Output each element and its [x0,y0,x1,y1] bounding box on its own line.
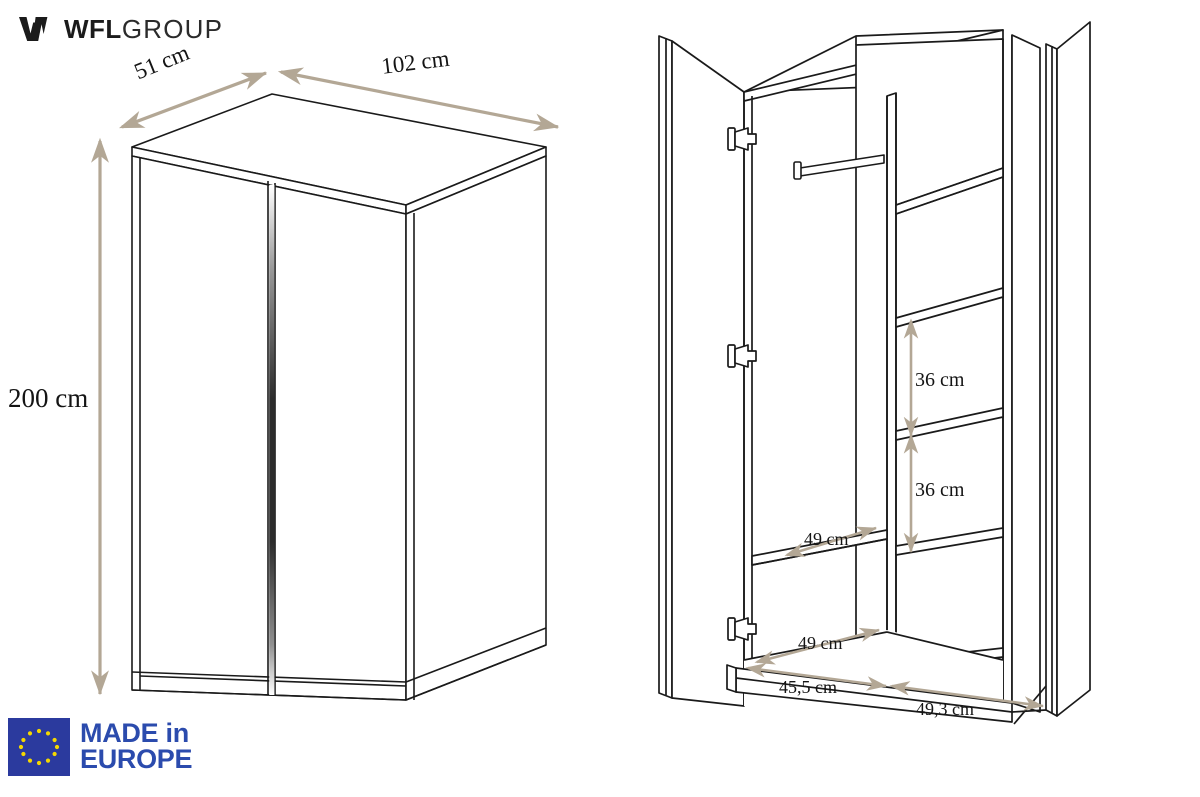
brand-wordmark: WFLGROUP [64,16,223,42]
badge-line-1: MADE in [80,718,189,749]
right-compartment-width-label: 49,3 cm [916,699,974,719]
interior-depth-upper-label: 49 cm [804,529,849,549]
brand-name-light: GROUP [121,14,224,44]
made-in-europe-badge: MADE in EUROPE [8,718,193,776]
shelf-gap-upper-label: 36 cm [915,369,965,391]
interior-depth-lower-label: 49 cm [798,633,843,653]
depth-dimension-arrow [119,71,268,129]
interior-depth-lower-arrow [754,627,881,665]
left-compartment-width-label: 45,5 cm [779,677,837,697]
door-hinge-icon [727,344,757,368]
door-hinge-icon [727,617,757,641]
shelf-gap-lower-label: 36 cm [915,479,965,501]
interior-depth-upper-arrow [784,526,877,557]
height-dimension-label: 200 cm [8,383,89,413]
brand-name-bold: WFL [64,14,122,44]
badge-line-2: EUROPE [80,744,193,774]
door-handle [269,185,275,695]
brand-logo: WFLGROUP [18,12,223,46]
wardrobe-closed-isometric-view [91,67,560,701]
left-compartment-width-arrow [745,663,888,691]
door-hinge-icon [727,127,757,151]
made-in-europe-text: MADE in EUROPE [80,718,193,774]
width-dimension-arrow [277,67,560,132]
hanging-rail [793,154,885,180]
eu-stars [18,728,60,766]
wfl-w-mark-icon [19,17,48,41]
right-compartment-width-arrow [889,681,1045,711]
eu-flag-icon [8,718,70,776]
